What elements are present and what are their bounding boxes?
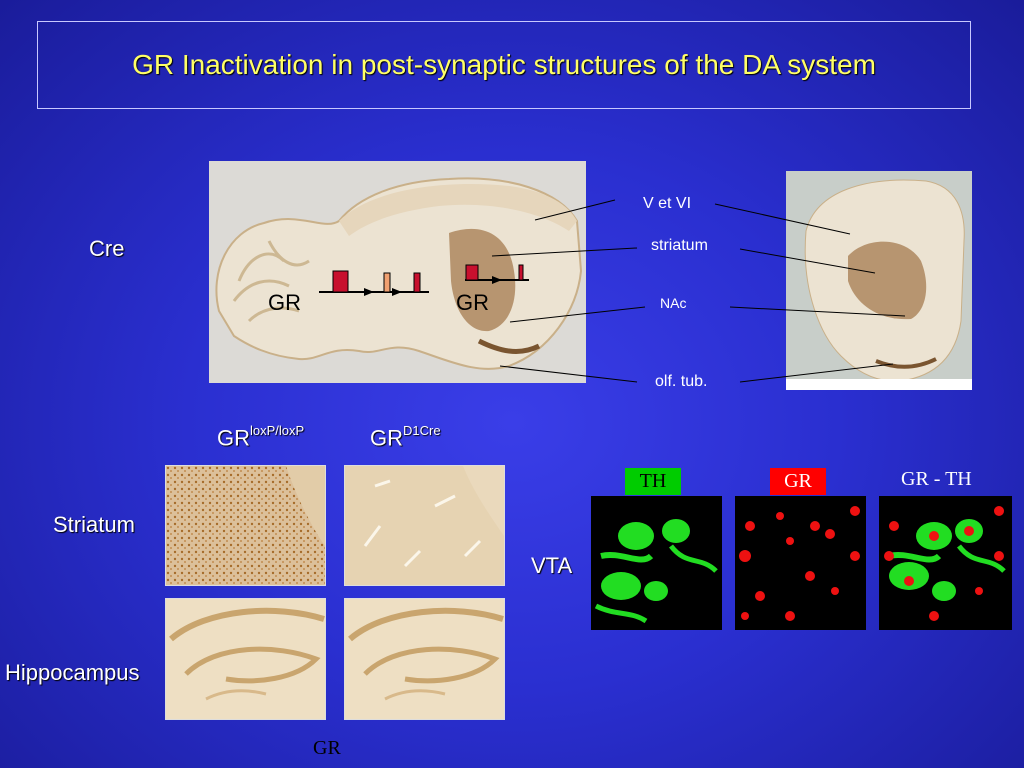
gr-tag: GR xyxy=(770,468,826,495)
row-label-hippocampus: Hippocampus xyxy=(5,660,140,685)
row-label-striatum: Striatum xyxy=(53,512,135,537)
striatum-d1cre-image xyxy=(344,465,505,586)
gr-fluorescence-image xyxy=(735,496,866,630)
gr-right-label: GR xyxy=(456,290,489,315)
nac-label: NAc xyxy=(660,295,687,311)
col-header-loxp-base: GR xyxy=(217,425,250,451)
striatum-loxp-image xyxy=(165,465,326,586)
col-header-loxp: GRloxP/loxP xyxy=(217,423,305,451)
gr-th-merge-label: GR - TH xyxy=(901,468,972,490)
bottom-gr-label: GR xyxy=(313,737,341,759)
coronal-brain-image xyxy=(786,171,972,390)
col-header-d1cre: GRD1Cre xyxy=(370,423,441,451)
th-tag: TH xyxy=(625,468,681,495)
v-et-vi-label: V et VI xyxy=(643,195,692,212)
striatum-annotation: striatum xyxy=(651,237,708,254)
gr-left-label: GR xyxy=(268,290,301,315)
col-header-loxp-sup: loxP/loxP xyxy=(250,423,305,438)
vta-label: VTA xyxy=(531,553,573,578)
gr-th-merge-image xyxy=(879,496,1012,630)
slide-title: GR Inactivation in post-synaptic structu… xyxy=(132,49,876,80)
col-header-d1cre-sup: D1Cre xyxy=(403,423,441,438)
title-box: GR Inactivation in post-synaptic structu… xyxy=(37,21,971,109)
hippocampus-loxp-image xyxy=(165,598,326,720)
col-header-d1cre-base: GR xyxy=(370,425,403,451)
sagittal-brain-image xyxy=(209,161,586,383)
hippocampus-d1cre-image xyxy=(344,598,505,720)
olf-tub-label: olf. tub. xyxy=(655,373,708,390)
th-fluorescence-image xyxy=(591,496,722,630)
cre-label: Cre xyxy=(89,236,125,261)
